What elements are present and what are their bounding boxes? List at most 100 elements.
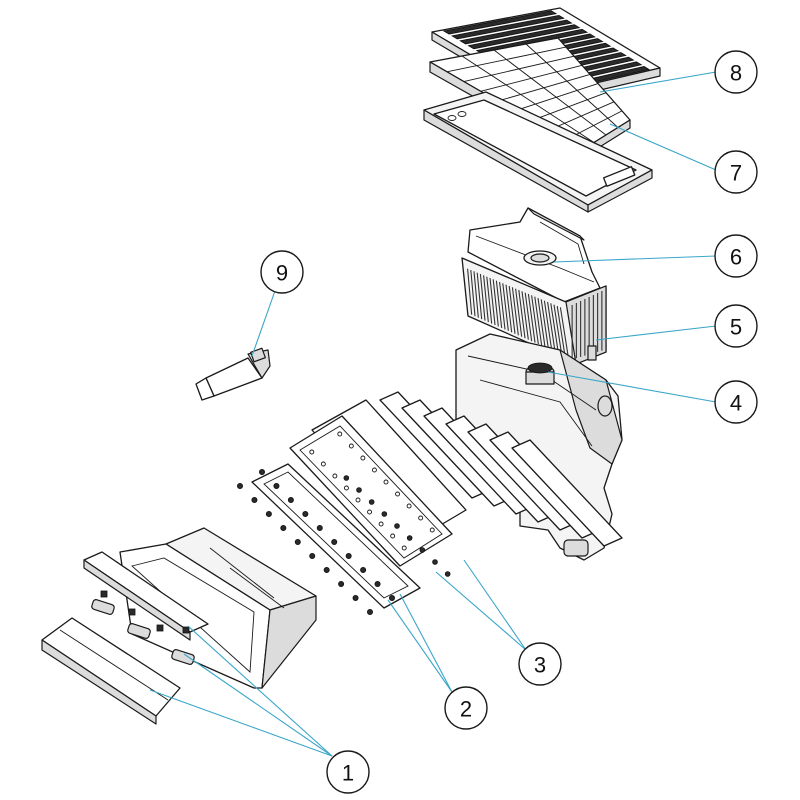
basket-slot xyxy=(531,295,539,345)
callout-6-label: 6 xyxy=(730,245,742,270)
gasket-hole xyxy=(309,449,315,455)
callout-7-label: 7 xyxy=(730,161,742,186)
callout-4-label: 4 xyxy=(730,391,742,416)
basket-slot xyxy=(479,273,486,321)
gasket-hole xyxy=(367,509,373,515)
screw xyxy=(265,510,272,517)
screw xyxy=(381,511,388,517)
gasket-hole xyxy=(332,473,338,479)
basket-slot xyxy=(537,297,546,348)
basket-slot xyxy=(489,277,496,326)
grate-bar xyxy=(442,10,558,35)
basket-slot xyxy=(470,269,476,317)
grate-bar xyxy=(459,19,573,45)
callout-2: 2 xyxy=(444,686,488,730)
gasket-hole xyxy=(418,515,424,521)
basket-slot xyxy=(550,303,559,353)
screw xyxy=(273,482,280,489)
screw xyxy=(316,525,323,532)
part-1-weir-flap xyxy=(83,551,209,641)
basket-slot xyxy=(521,291,529,340)
screw xyxy=(309,553,316,560)
screw xyxy=(360,567,367,574)
callout-1: 1 xyxy=(326,750,370,794)
grate-bar xyxy=(467,24,581,50)
weir-clip xyxy=(182,626,190,634)
callout-7: 7 xyxy=(714,150,758,194)
basket-slot xyxy=(508,285,516,334)
gasket-hole xyxy=(395,491,401,497)
callout-5-label: 5 xyxy=(730,315,742,340)
basket-slot xyxy=(527,293,536,343)
callout-6: 6 xyxy=(714,234,758,278)
callout-2-label: 2 xyxy=(460,697,472,722)
gasket-hole xyxy=(378,521,384,527)
screw xyxy=(294,539,301,546)
basket-slot xyxy=(553,304,563,355)
screw xyxy=(388,595,395,602)
screw xyxy=(287,496,294,503)
screw xyxy=(345,553,352,560)
screw xyxy=(280,525,287,532)
leader-lines xyxy=(149,71,717,757)
gasket-hole xyxy=(360,455,366,461)
basket-slot xyxy=(505,284,513,333)
screw xyxy=(302,510,309,517)
screw xyxy=(432,559,438,565)
skimmer-top-tray xyxy=(423,91,653,213)
basket-slot xyxy=(559,307,569,358)
basket-slot xyxy=(511,287,519,336)
basket-slot xyxy=(476,272,483,320)
basket-slot xyxy=(540,299,549,349)
screw xyxy=(343,475,350,481)
callout-9-label: 9 xyxy=(276,261,288,286)
screw xyxy=(323,567,330,574)
screw xyxy=(338,581,345,588)
basket-slot xyxy=(502,283,509,331)
basket-slot xyxy=(486,276,493,324)
basket-slot xyxy=(467,268,473,315)
callout-4: 4 xyxy=(714,380,758,424)
basket-slot xyxy=(524,292,533,342)
basket-slot xyxy=(547,301,556,352)
callout-3: 3 xyxy=(518,642,562,686)
gasket-hole xyxy=(383,479,389,485)
gasket-hole xyxy=(320,461,326,467)
part-9-adhesive-tube xyxy=(195,347,271,401)
weir-clip xyxy=(128,608,136,616)
callout-3-label: 3 xyxy=(534,653,546,678)
gasket-hole xyxy=(348,443,354,449)
gasket-hole xyxy=(343,485,349,491)
basket-slot xyxy=(518,289,526,339)
part-1-trim-inserts xyxy=(91,599,195,665)
screw xyxy=(368,499,375,505)
lattice-line xyxy=(493,49,607,136)
throat-rib xyxy=(511,439,623,547)
skimmer-body xyxy=(379,333,623,561)
basket-slot xyxy=(534,296,543,346)
weir-clip xyxy=(100,590,108,598)
part-3-gaskets xyxy=(289,399,467,567)
screw xyxy=(366,609,373,616)
basket-slot xyxy=(499,281,506,330)
basket-slot xyxy=(492,279,499,327)
screw xyxy=(444,571,451,577)
part-5-basket xyxy=(461,257,607,365)
screw xyxy=(258,468,265,475)
screw xyxy=(251,496,258,503)
basket-slot xyxy=(473,271,479,318)
screw xyxy=(374,581,381,588)
callout-8: 8 xyxy=(714,50,758,94)
callout-5: 5 xyxy=(714,304,758,348)
screw xyxy=(419,547,426,553)
gasket-hole xyxy=(406,503,412,509)
basket-slot xyxy=(543,300,553,351)
screw xyxy=(236,482,243,489)
gasket-hole xyxy=(429,527,435,533)
part-1-weir-door xyxy=(41,617,181,725)
part-4-float-valve xyxy=(525,362,555,385)
gasket-hole xyxy=(337,431,343,437)
weir-clip xyxy=(156,624,164,632)
part-2-front-flange xyxy=(236,463,451,616)
